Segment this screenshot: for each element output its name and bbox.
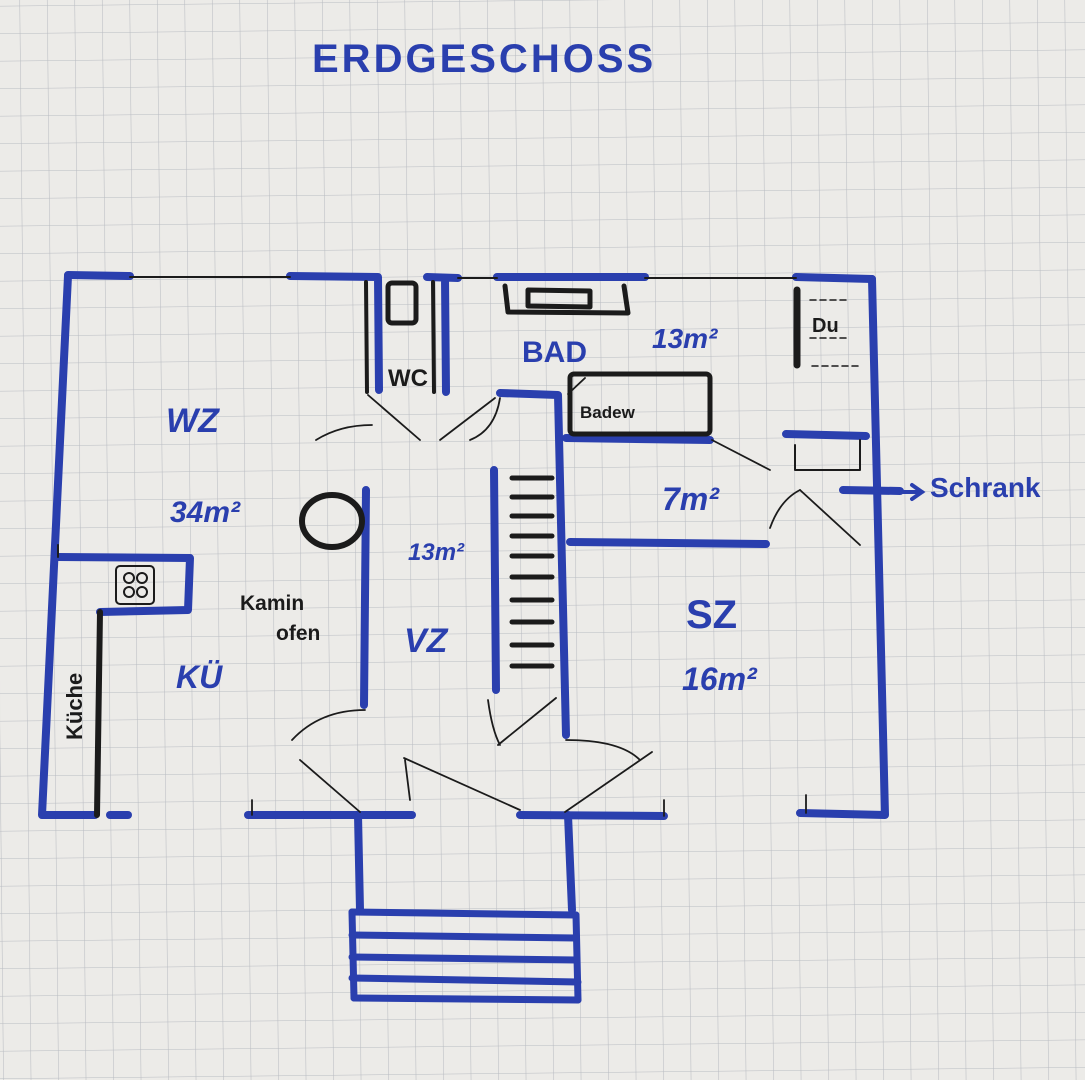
room-name-vz: VZ	[404, 622, 449, 660]
room-name-du: Du	[812, 315, 839, 337]
wall-sz-top	[566, 538, 770, 548]
room-name-kue: KÜ	[176, 659, 223, 695]
wall-stair-left	[490, 466, 500, 694]
wall-wz-vz	[360, 486, 370, 709]
stair-treads	[509, 475, 555, 669]
room-name-wz: WZ	[166, 402, 220, 440]
wall-top-left	[64, 271, 134, 280]
bathtub-icon	[567, 371, 713, 437]
wall-schrank-top	[782, 430, 870, 440]
label-kaminofen-1: Kamin	[240, 592, 304, 615]
kitchen-counter-top	[54, 553, 194, 616]
kitchen-counter-long	[94, 609, 103, 818]
wall-bad-stair	[496, 389, 570, 739]
cooktop-icon	[115, 565, 155, 605]
stove-icon	[299, 492, 365, 550]
wall-bad-flur	[562, 434, 714, 444]
blue-walls	[38, 271, 904, 914]
room-name-wc: WC	[388, 365, 428, 392]
room-area-wz: 34m²	[170, 496, 241, 529]
entrance-left	[354, 811, 364, 914]
wall-bottom-front-right	[516, 811, 668, 820]
wall-right	[796, 275, 889, 819]
black-ink	[57, 276, 863, 818]
wall-top-right	[792, 273, 876, 283]
label-badewanne: Badew	[580, 403, 636, 422]
top-thin-line	[129, 276, 797, 279]
entrance-right	[564, 811, 576, 914]
label-kueche: Küche	[62, 673, 87, 740]
wall-left	[38, 272, 99, 819]
wardrobe	[794, 439, 861, 471]
room-name-bad: BAD	[522, 336, 587, 369]
room-area-treppe: 13m²	[408, 539, 465, 566]
toilet-icon	[385, 280, 419, 326]
page-title: ERDGESCHOSS	[312, 37, 656, 81]
room-area-flur: 7m²	[662, 481, 720, 517]
arrow-schrank	[878, 483, 926, 501]
label-schrank: Schrank	[930, 472, 1041, 503]
sink-icon	[502, 283, 631, 316]
door-swings	[251, 377, 861, 817]
room-name-sz: SZ	[686, 593, 737, 637]
entrance-steps	[348, 908, 582, 1004]
room-area-sz: 16m²	[682, 661, 758, 697]
room-area-bad: 13m²	[652, 323, 718, 354]
wall-top-wc	[286, 272, 383, 394]
wall-wc-right	[423, 273, 462, 396]
label-kaminofen-2: ofen	[276, 622, 320, 645]
